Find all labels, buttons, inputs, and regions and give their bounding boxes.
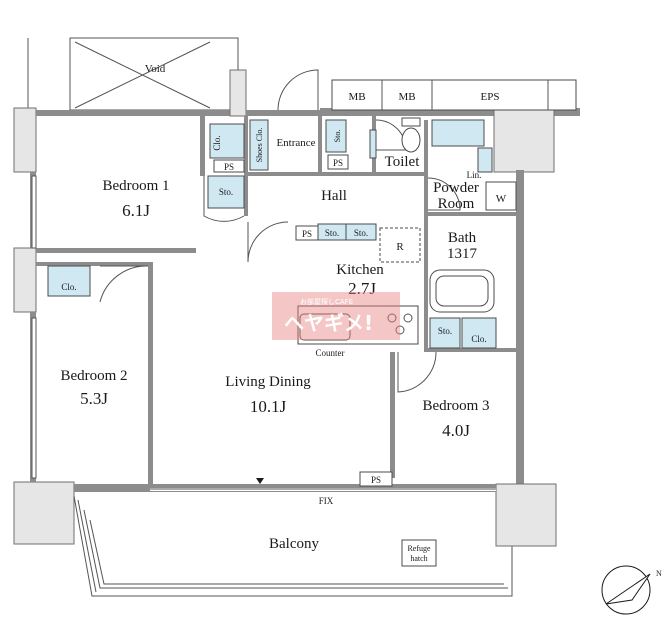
washer-label: W xyxy=(496,193,507,205)
bedroom3-name: Bedroom 3 xyxy=(422,398,489,414)
refuge-hatch-label-2: hatch xyxy=(410,554,427,563)
toilet-fixture xyxy=(369,117,421,159)
balcony-label: Balcony xyxy=(269,536,319,552)
bathtub xyxy=(429,269,495,313)
bedroom3-closet-label: Clo. xyxy=(471,334,486,344)
powder-room-name-1: Powder xyxy=(433,180,479,196)
mb-label-2: MB xyxy=(398,91,415,103)
storage-units: Clo. PS Sto. Shoes Clo. Sto. PS Sto. Sto… xyxy=(47,119,497,349)
linen-label: Lin. xyxy=(467,170,482,180)
bedroom1-area: 6.1J xyxy=(122,201,150,220)
bath-name: Bath xyxy=(448,230,477,246)
mb-label-1: MB xyxy=(348,91,365,103)
powder-room-name-2: Room xyxy=(438,196,475,212)
kitchen-name: Kitchen xyxy=(336,262,384,278)
bedroom1-name: Bedroom 1 xyxy=(102,178,169,194)
left-windows xyxy=(31,175,37,479)
bedroom3-door-swing xyxy=(397,351,437,393)
void-area: Void xyxy=(27,37,239,111)
refrigerator: R xyxy=(379,227,421,263)
fix-label: FIX xyxy=(319,496,334,506)
ps-label-3: PS xyxy=(302,229,312,239)
bedroom1-closet-label: Clo. xyxy=(212,135,222,150)
bottom-window: PS FIX xyxy=(150,471,496,506)
watermark-logo: お部屋探しCAFE ヘヤギメ! xyxy=(272,292,400,340)
watermark-line1: お部屋探しCAFE xyxy=(300,297,353,306)
entrance-storage-label: Sto. xyxy=(333,130,342,143)
void-label: Void xyxy=(145,63,166,75)
refuge-hatch-label-1: Refuge xyxy=(407,544,431,553)
refrigerator-label: R xyxy=(396,241,404,253)
watermark-line2: ヘヤギメ! xyxy=(284,311,373,335)
hall-storage-label-2: Sto. xyxy=(354,228,368,238)
counter-label: Counter xyxy=(316,348,345,358)
living-dining-area: 10.1J xyxy=(250,397,287,416)
washer: W xyxy=(485,181,517,211)
entrance-name: Entrance xyxy=(276,137,315,149)
north-label: N xyxy=(656,569,662,578)
bedroom2-door-swing xyxy=(99,265,149,303)
bedroom2-area: 5.3J xyxy=(80,389,108,408)
doors xyxy=(99,69,461,393)
balcony-area: Refuge hatch Balcony xyxy=(73,495,513,597)
toilet-name: Toilet xyxy=(385,154,421,170)
ps-label-4: PS xyxy=(371,475,381,485)
ps-label-1: PS xyxy=(224,162,234,172)
hall-name: Hall xyxy=(321,188,347,204)
north-arrow-icon: N xyxy=(601,565,662,615)
eps-label: EPS xyxy=(481,91,500,103)
bedroom1-door-swing xyxy=(203,176,245,222)
room-labels: Bedroom 1 6.1J Bedroom 2 5.3J Living Din… xyxy=(60,137,489,440)
bath-size: 1317 xyxy=(447,246,478,262)
kitchen-counter: Counter xyxy=(297,305,419,358)
living-dining-name: Living Dining xyxy=(225,374,311,390)
powder-door-swing xyxy=(427,177,461,211)
bedroom3-storage-label: Sto. xyxy=(438,326,452,336)
meter-boxes: MB MB EPS xyxy=(331,79,577,111)
bedroom2-name: Bedroom 2 xyxy=(60,368,127,384)
hall-storage-label-1: Sto. xyxy=(325,228,339,238)
hall-door-swing xyxy=(247,221,289,263)
kitchen-area: 2.7J xyxy=(348,279,376,298)
bedroom3-area: 4.0J xyxy=(442,421,470,440)
bedroom2-closet-label: Clo. xyxy=(61,282,76,292)
entrance-door-swing xyxy=(277,69,319,111)
ps-label-2: PS xyxy=(333,158,343,168)
shoes-closet-label: Shoes Clo. xyxy=(255,128,264,163)
bedroom1-storage-label: Sto. xyxy=(219,187,233,197)
